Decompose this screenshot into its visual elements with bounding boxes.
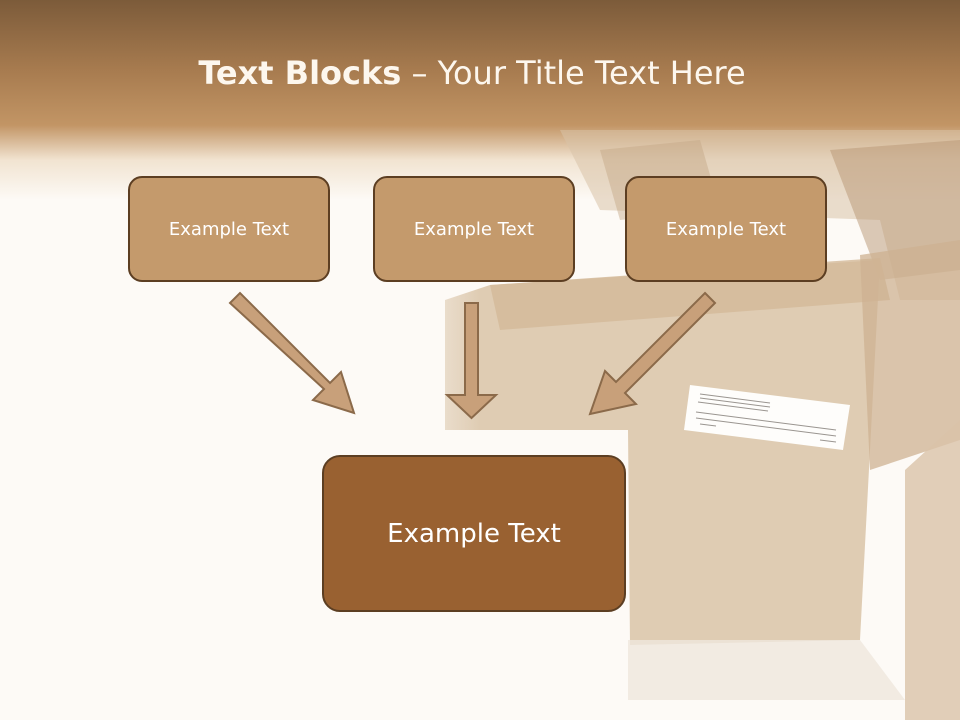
shipping-label [684, 385, 850, 450]
arrow-left-diagonal [228, 291, 356, 415]
arrow-down [444, 302, 499, 420]
slide-title: Text Blocks – Your Title Text Here [0, 54, 944, 92]
title-separator: – [401, 54, 438, 92]
title-bold-part: Text Blocks [198, 54, 402, 92]
arrow-right-diagonal [588, 291, 717, 416]
text-block-right[interactable]: Example Text [625, 176, 827, 282]
text-block-left-label: Example Text [168, 218, 290, 240]
text-block-left[interactable]: Example Text [128, 176, 330, 282]
text-block-bottom[interactable]: Example Text [322, 455, 626, 612]
text-block-bottom-label: Example Text [387, 518, 561, 549]
title-rest: Your Title Text Here [437, 54, 746, 92]
text-block-middle[interactable]: Example Text [373, 176, 575, 282]
text-block-right-label: Example Text [665, 218, 787, 240]
text-block-middle-label: Example Text [413, 218, 535, 240]
